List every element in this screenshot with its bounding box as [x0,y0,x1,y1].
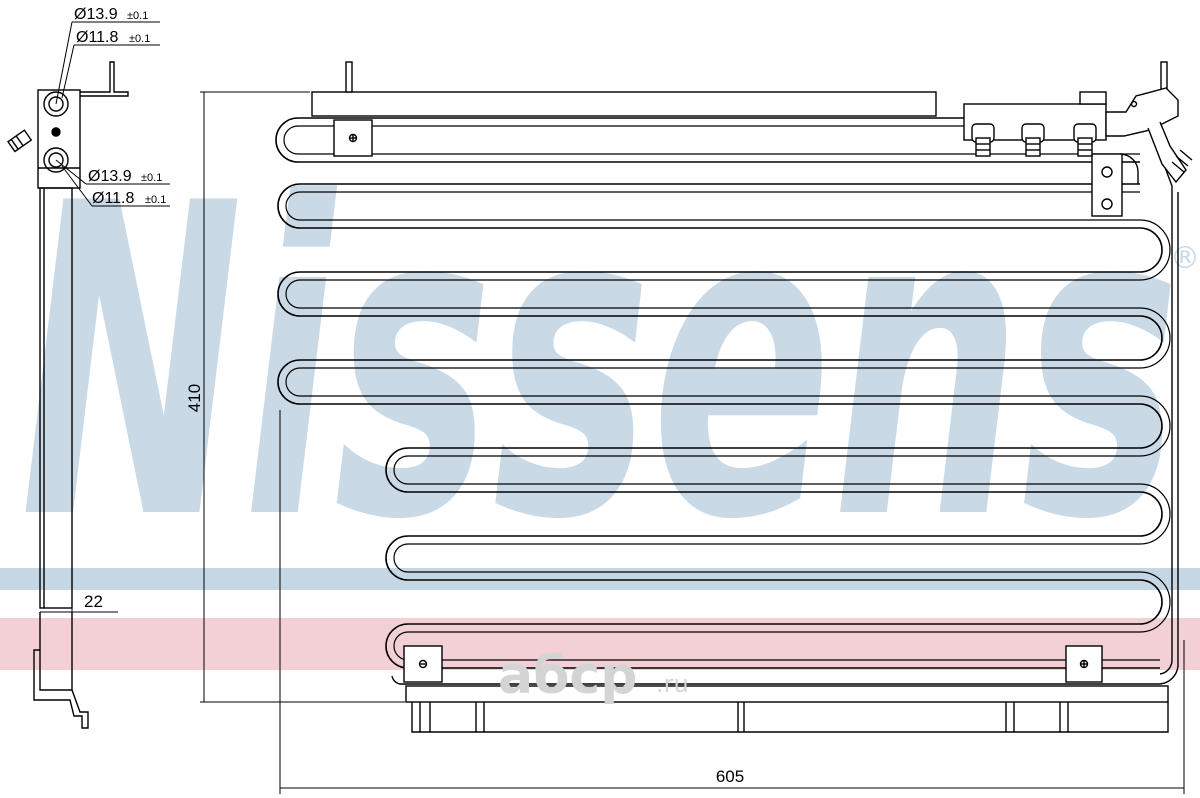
bottom-outer-diameter-label: Ø13.9 [88,168,132,185]
depth-dimension-label: 22 [84,592,103,611]
manifold-bolt-2-icon [1021,123,1045,157]
watermark-blue-band [0,568,1200,590]
top-outer-diameter-label: Ø13.9 [74,6,118,23]
height-dimension-label: 410 [185,384,204,412]
top-outer-tolerance-label: ±0.1 [127,10,148,22]
inlet-connector-icon [1105,87,1193,184]
right-side-bracket [1091,153,1123,217]
top-fitting-icon [43,91,69,117]
bottom-inner-tolerance-label: ±0.1 [145,194,166,206]
width-dimension-label: 605 [716,767,744,786]
manifold-bolt-1-icon [971,123,995,157]
top-inner-diameter-label: Ø11.8 [76,29,119,46]
side-view [7,21,170,729]
watermark-shop-domain: .ru [656,670,689,698]
top-inner-tolerance-label: ±0.1 [129,33,150,45]
watermark-registered-mark: ® [1170,241,1200,276]
bottom-inner-diameter-label: Ø11.8 [92,190,135,207]
bottom-outer-tolerance-label: ±0.1 [141,172,162,184]
watermark-brand: Nissens [20,114,1180,614]
bottom-fitting-icon [43,147,69,173]
watermark-shop-logo: aбcp [498,646,637,706]
manifold-bolt-3-icon [1073,123,1097,157]
front-view [200,61,1193,794]
watermark-pink-band [0,618,1200,670]
